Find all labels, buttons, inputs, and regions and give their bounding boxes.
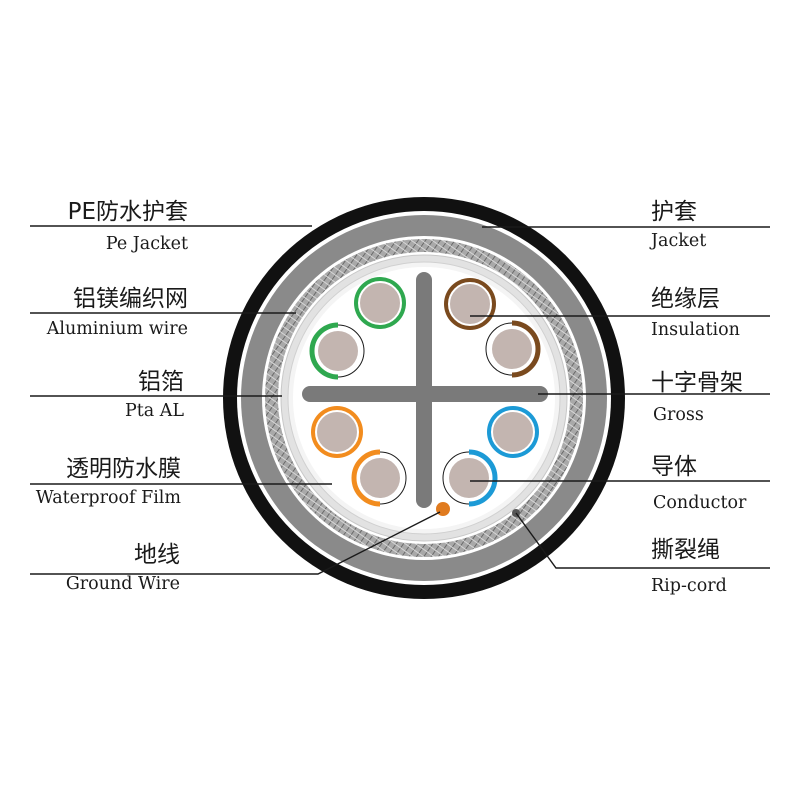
pta-al-label-zh: 铝箔 bbox=[138, 369, 184, 395]
brown-white-conductor bbox=[492, 329, 532, 369]
blue-stripe bbox=[468, 449, 498, 507]
ground-wire-label-zh: 地线 bbox=[134, 542, 180, 568]
labels-right: 护套 Jacket 绝缘层 Insulation 十字骨架 Gross 导体 C… bbox=[649, 199, 747, 596]
pta-al-label-en: Pta AL bbox=[125, 401, 184, 421]
rip-cord-label-zh: 撕裂绳 bbox=[651, 537, 720, 563]
pe-jacket-label-zh: PE防水护套 bbox=[68, 199, 188, 225]
brown-stripe bbox=[511, 320, 541, 378]
cross-filler-horizontal bbox=[302, 386, 548, 402]
rip-cord-leader bbox=[515, 512, 770, 569]
orange-white-conductor bbox=[360, 458, 400, 498]
conductor-label-zh: 导体 bbox=[651, 454, 697, 480]
pe-jacket-label-en: Pe Jacket bbox=[106, 234, 188, 254]
leader-lines-right bbox=[470, 226, 770, 569]
conductor-label-en: Conductor bbox=[653, 493, 747, 513]
green-conductor bbox=[358, 281, 402, 325]
waterproof-film-label-zh: 透明防水膜 bbox=[66, 456, 181, 482]
gross-label-zh: 十字骨架 bbox=[651, 370, 743, 396]
green-stripe bbox=[309, 322, 339, 380]
jacket-label-zh: 护套 bbox=[651, 199, 697, 225]
insulation-label-en: Insulation bbox=[651, 320, 740, 340]
ground-wire bbox=[436, 502, 450, 516]
ground-wire-leader bbox=[30, 511, 441, 575]
blue-white-conductor bbox=[449, 458, 489, 498]
labels-left: PE防水护套 Pe Jacket 铝镁编织网 Aluminium wire 铝箔… bbox=[36, 199, 188, 594]
insulation-label-zh: 绝缘层 bbox=[651, 286, 720, 312]
jacket-label-en: Jacket bbox=[649, 231, 706, 251]
blue-conductor bbox=[491, 410, 535, 454]
gross-label-en: Gross bbox=[653, 405, 704, 425]
orange-stripe bbox=[351, 449, 381, 507]
aluminium-wire-label-en: Aluminium wire bbox=[46, 319, 188, 339]
ground-wire-label-en: Ground Wire bbox=[66, 574, 180, 594]
rip-cord-label-en: Rip-cord bbox=[651, 576, 727, 596]
conductor-pairs bbox=[309, 277, 541, 507]
brown-conductor bbox=[448, 282, 492, 326]
aluminium-wire-label-zh: 铝镁编织网 bbox=[73, 286, 188, 312]
orange-conductor bbox=[315, 410, 359, 454]
cross-filler bbox=[302, 272, 548, 508]
leader-lines-left bbox=[30, 225, 441, 575]
waterproof-film-label-en: Waterproof Film bbox=[36, 488, 182, 508]
green-white-conductor bbox=[318, 331, 358, 371]
